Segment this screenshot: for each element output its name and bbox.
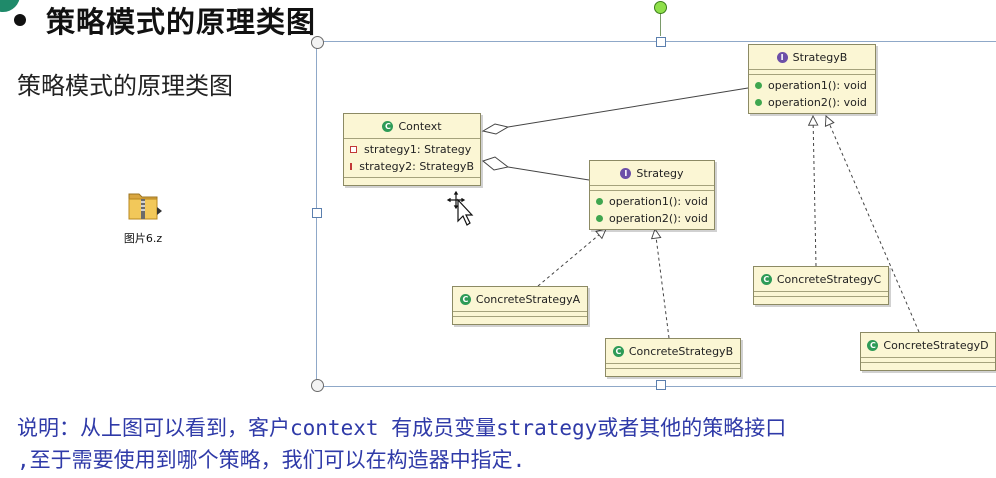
empty-section <box>590 186 714 191</box>
empty-section <box>606 369 740 376</box>
operation-row: operation1(): void <box>596 193 708 210</box>
resize-handle-bottom-left[interactable] <box>311 379 324 392</box>
note-line-1: 说明：从上图可以看到，客户context 有成员变量strategy或者其他的策… <box>17 416 787 440</box>
interface-strategy[interactable]: I Strategy operation1(): void operation2(… <box>589 160 715 230</box>
class-concrete-strategy-c[interactable]: C ConcreteStrategyC <box>753 266 889 305</box>
class-name: ConcreteStrategyD <box>883 338 989 352</box>
interface-strategyb[interactable]: I StrategyB operation1(): void operation2… <box>748 44 876 114</box>
zip-folder-icon <box>128 193 162 220</box>
class-concrete-strategy-d[interactable]: C ConcreteStrategyD <box>860 332 996 371</box>
class-icon: C <box>459 293 471 305</box>
bullet-icon <box>14 14 26 26</box>
class-name: Context <box>398 119 442 133</box>
empty-section <box>754 297 888 304</box>
empty-section <box>749 70 875 75</box>
class-icon: C <box>612 345 624 357</box>
class-name: Strategy <box>636 166 684 180</box>
empty-section <box>344 178 480 185</box>
resize-handle-top-left[interactable] <box>311 36 324 49</box>
empty-section <box>861 363 995 370</box>
rotate-connector <box>660 12 661 36</box>
private-field-icon <box>350 146 357 153</box>
resize-handle-top[interactable] <box>656 37 666 47</box>
title-row: 策略模式的原理类图 <box>0 0 316 40</box>
empty-section <box>606 364 740 369</box>
diagram-caption[interactable]: 策略模式的原理类图 <box>17 72 233 100</box>
file-name: 图片6.z <box>123 232 163 245</box>
rotate-handle[interactable] <box>654 1 667 14</box>
class-name: ConcreteStrategyB <box>628 344 734 358</box>
file-attachment[interactable]: 图片6.z <box>118 188 168 246</box>
move-cursor-icon <box>446 189 474 226</box>
empty-section <box>754 292 888 297</box>
class-icon: C <box>760 273 772 285</box>
resize-handle-bottom[interactable] <box>656 380 666 390</box>
operation-row: operation2(): void <box>755 94 869 111</box>
resize-handle-left[interactable] <box>312 208 322 218</box>
empty-section <box>453 312 587 317</box>
attribute-row: strategy2: StrategyB <box>350 158 474 175</box>
interface-icon: I <box>776 51 788 63</box>
class-name: StrategyB <box>792 50 848 64</box>
class-name: ConcreteStrategyA <box>475 292 581 306</box>
public-method-icon <box>755 99 762 106</box>
page-title[interactable]: 策略模式的原理类图 <box>46 5 317 39</box>
attribute-row: strategy1: Strategy <box>350 141 474 158</box>
private-field-icon <box>350 163 353 170</box>
empty-section <box>453 317 587 324</box>
class-concrete-strategy-b[interactable]: C ConcreteStrategyB <box>605 338 741 377</box>
realization-a-strategy <box>537 229 606 287</box>
empty-section <box>861 358 995 363</box>
public-method-icon <box>755 82 762 89</box>
aggregation-context-strategy <box>481 156 590 181</box>
aggregation-context-strategyb <box>481 87 749 135</box>
operation-row: operation2(): void <box>596 210 708 227</box>
public-method-icon <box>596 215 603 222</box>
explanation-note[interactable]: 说明：从上图可以看到，客户context 有成员变量strategy或者其他的策… <box>17 412 992 476</box>
realization-b-strategy <box>655 229 670 339</box>
class-concrete-strategy-a[interactable]: C ConcreteStrategyA <box>452 286 588 325</box>
class-name: ConcreteStrategyC <box>776 272 882 286</box>
class-icon: C <box>382 120 394 132</box>
class-context[interactable]: C Context strategy1: Strategy strategy2: … <box>343 113 481 186</box>
interface-icon: I <box>620 167 632 179</box>
public-method-icon <box>596 198 603 205</box>
note-line-2: ,至于需要使用到哪个策略，我们可以在构造器中指定. <box>17 448 526 472</box>
operation-row: operation1(): void <box>755 77 869 94</box>
realization-c-strategyb <box>813 116 816 267</box>
class-icon: C <box>867 339 879 351</box>
